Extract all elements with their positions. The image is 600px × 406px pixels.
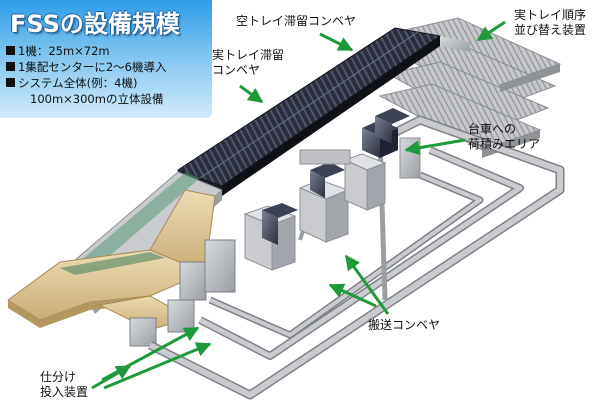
page-title: FSSの設備規模 <box>10 10 180 38</box>
sequence-sort-unit <box>378 17 562 158</box>
spec-item: システム全体(例：4機) <box>6 76 137 90</box>
title-panel: FSSの設備規模 1機：25m×72m 1集配センターに2～6機導入 システム全… <box>0 0 212 118</box>
label-loaded-tray-conveyor: 実トレイ滞留 コンベヤ <box>212 48 285 77</box>
label-empty-tray-conveyor: 空トレイ滞留コンベヤ <box>236 14 357 28</box>
spec-continuation: 100m×300mの立体設備 <box>30 92 164 106</box>
callout-arrows <box>91 20 506 390</box>
spec-item: 1機：25m×72m <box>6 44 110 58</box>
input-towers <box>129 239 236 347</box>
input-platforms <box>7 189 216 331</box>
label-transport-conveyor: 搬送コンベヤ <box>368 318 441 332</box>
transport-conveyor-loop <box>147 115 565 400</box>
spec-item: 1集配センターに2～6機導入 <box>6 60 166 74</box>
label-cart-loading-area: 台車への 荷積みエリア <box>468 122 541 151</box>
machinery-blocks <box>243 108 421 271</box>
bullet-square-icon <box>6 62 15 71</box>
label-sequence-sort: 実トレイ順序 並び替え装置 <box>514 8 587 37</box>
bullet-square-icon <box>6 78 15 87</box>
label-sort-input: 仕分け 投入装置 <box>40 370 89 399</box>
bullet-square-icon <box>6 46 15 55</box>
